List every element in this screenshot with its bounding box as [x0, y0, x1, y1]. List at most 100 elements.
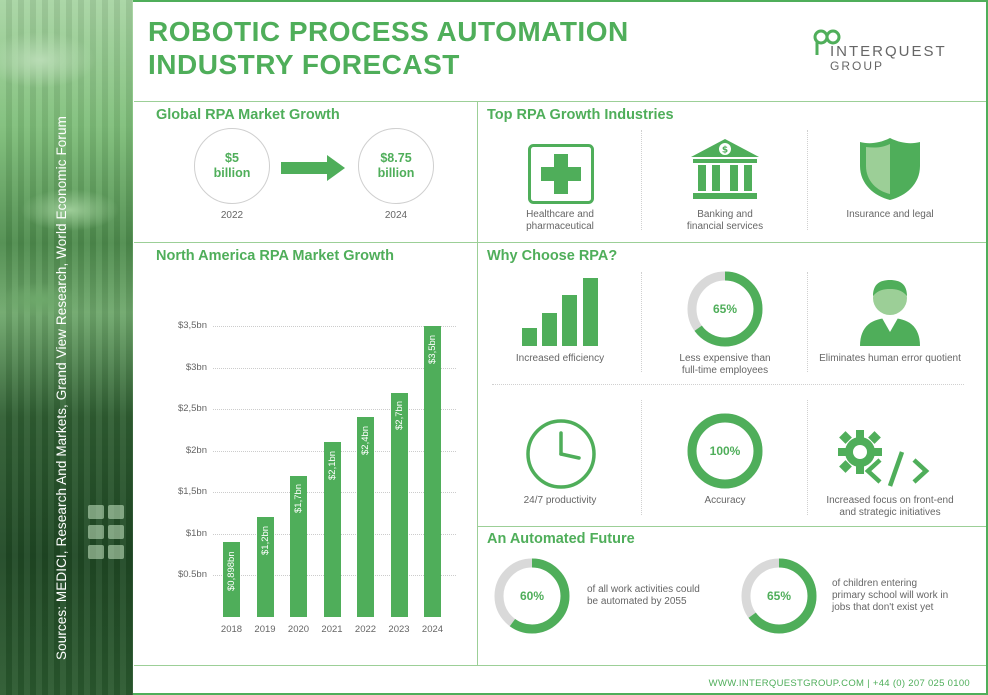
ring-fill: [741, 558, 817, 634]
future-text-2-line2: primary school will work in: [832, 590, 949, 601]
why-label-2: Less expensive than full-time employees: [668, 353, 782, 377]
chart-data-label: $2,7bn: [393, 401, 405, 431]
industry-label-2-line1: Banking and: [697, 209, 753, 220]
global-to-value: $8.75: [380, 151, 412, 165]
chart-x-tick-label: 2021: [321, 624, 343, 635]
future-ring-2-value: 65%: [766, 589, 792, 603]
why-label-2-line1: Less expensive than: [679, 353, 771, 364]
chart-y-tick-label: $3,5bn: [177, 320, 207, 331]
dotted-separator: [641, 130, 642, 230]
chart-bar: [323, 442, 341, 617]
chart-y-tick-label: $1bn: [185, 527, 207, 539]
chart-y-tick-label: $3bn: [185, 361, 207, 373]
why-label-6: Increased focus on front-end and strateg…: [810, 495, 970, 519]
chart-bar: [357, 417, 374, 617]
ring-fill: [687, 413, 763, 489]
title-line-2: INDUSTRY FORECAST: [148, 49, 460, 80]
logo-text: INTERQUEST GROUP: [830, 44, 947, 74]
chart-bar: [290, 475, 307, 617]
arrow-right-icon: [281, 155, 345, 181]
gear-code-icon: [838, 430, 930, 487]
global-to-circle: $8.75 billion: [358, 128, 434, 204]
global-heading: Global RPA Market Growth: [156, 107, 340, 123]
divider-top: [134, 101, 986, 102]
future-text-1-line1: of all work activities could: [587, 584, 700, 595]
why-label-5: Accuracy: [704, 495, 746, 506]
bank-icon: $: [691, 139, 759, 199]
divider-future: [477, 526, 986, 527]
ring-100-icon: [687, 413, 763, 489]
divider-bottom: [134, 665, 986, 666]
chart-gridline: [213, 409, 456, 411]
why-label-4: 24/7 productivity: [523, 495, 597, 506]
why-label-6-line1: Increased focus on front-end: [826, 495, 954, 506]
chart-gridline: [213, 326, 456, 327]
future-ring-1-value: 60%: [519, 589, 545, 603]
ring-60-icon: [494, 558, 570, 634]
why-label-3: Eliminates human error quotient: [819, 353, 961, 364]
future-text-2: of children entering primary school will…: [832, 578, 982, 614]
logo-sub: GROUP: [830, 59, 885, 73]
why-ring-2-value: 100%: [709, 444, 741, 458]
why-label-1: Increased efficiency: [515, 353, 605, 364]
person-icon: [860, 280, 920, 346]
bar-chart-icon: [522, 278, 598, 346]
chart-data-label: $1,7bn: [293, 484, 304, 514]
interquest-logo-icon: [813, 29, 841, 55]
chart-data-label: $3,5bn: [427, 334, 438, 364]
chart-x-tick-label: 2023: [388, 624, 410, 635]
chart-x-tick-label: 2019: [254, 624, 276, 635]
divider-mid: [134, 242, 986, 243]
global-from-value: $5: [225, 151, 239, 165]
chart-data-label: $0,898bn: [226, 551, 237, 592]
background-photo: [0, 0, 133, 695]
north-america-heading: North America RPA Market Growth: [156, 248, 394, 264]
global-to-unit: billion: [377, 166, 415, 180]
global-from-unit: billion: [213, 166, 251, 180]
dotted-separator: [641, 400, 642, 515]
sources-text: Sources: MEDICI, Research And Markets, G…: [54, 116, 69, 660]
future-text-1: of all work activities could be automate…: [587, 584, 727, 608]
why-label-2-line2: full-time employees: [681, 365, 769, 376]
industry-label-1-line2: pharmaceutical: [526, 221, 594, 232]
future-heading: An Automated Future: [487, 531, 635, 547]
chart-y-tick-label: $2,5bn: [177, 403, 207, 415]
why-heading: Why Choose RPA?: [487, 248, 618, 264]
shield-icon: [860, 138, 920, 200]
future-text-2-line3: jobs that don't exist yet: [832, 602, 934, 613]
svg-text:$: $: [722, 146, 728, 156]
global-from-year: 2022: [220, 210, 244, 221]
industry-label-2-line2: financial services: [686, 221, 764, 232]
chart-x-tick-label: 2020: [287, 624, 310, 635]
dotted-separator: [807, 400, 808, 515]
future-text-2-line1: of children entering: [832, 578, 918, 589]
divider-vertical: [477, 101, 478, 665]
dotted-separator: [492, 384, 964, 385]
chart-y-tick-label: $1,5bn: [177, 486, 207, 498]
why-label-6-line2: and strategic initiatives: [839, 507, 941, 518]
title-line-1: ROBOTIC PROCESS AUTOMATION: [148, 16, 629, 47]
industry-label-1: Healthcare and pharmaceutical: [510, 209, 610, 233]
chart-data-label: $2,4bn: [360, 425, 371, 456]
chart-bar: [256, 517, 274, 617]
chart-x-tick-label: 2024: [421, 624, 444, 635]
why-ring-1-value: 65%: [712, 302, 738, 316]
global-from-circle: $5 billion: [194, 128, 270, 204]
chart-bar: [424, 326, 441, 617]
chart-gridline: [213, 367, 456, 369]
chart-bar: [223, 542, 240, 617]
page-title: ROBOTIC PROCESS AUTOMATION INDUSTRY FORE…: [148, 15, 629, 81]
chart-x-tick-label: 2022: [354, 624, 377, 635]
ring-fill: [687, 271, 763, 347]
future-text-1-line2: be automated by 2055: [587, 596, 687, 607]
industries-heading: Top RPA Growth Industries: [487, 107, 674, 123]
chart-y-tick-label: $2bn: [185, 444, 207, 456]
industry-label-1-line1: Healthcare and: [526, 209, 594, 220]
chart-data-label: $1,2bn: [259, 525, 271, 555]
ring-fill: [494, 558, 570, 634]
global-to-year: 2024: [384, 210, 408, 221]
chart-x-tick-label: 2018: [220, 624, 243, 635]
ring-65-icon: [687, 271, 763, 347]
chart-y-tick-label: $0.5bn: [177, 569, 207, 581]
industry-label-3: Insurance and legal: [846, 209, 934, 220]
